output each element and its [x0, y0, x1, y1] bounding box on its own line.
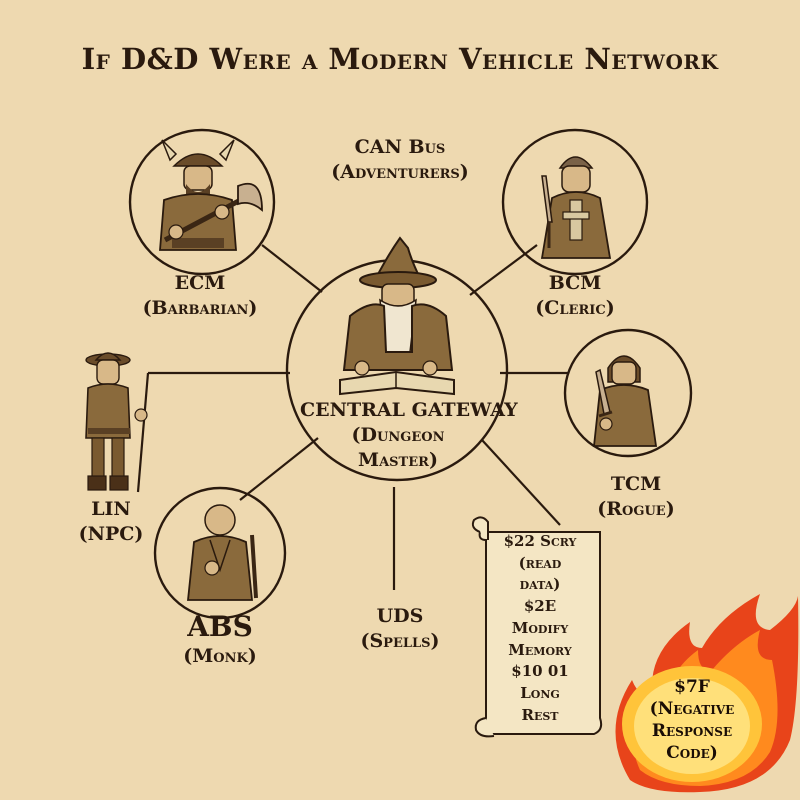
scroll-line: Rest: [521, 705, 559, 724]
scroll-line: $2E: [523, 597, 557, 616]
tcm-role: (Rogue): [597, 498, 675, 520]
gateway-role-line2: Master): [358, 449, 438, 471]
abs-label: ABS (Monk): [150, 610, 290, 669]
node-circles: [128, 128, 693, 620]
lin-role: (NPC): [78, 523, 144, 545]
monk-figure-icon: [187, 504, 258, 601]
scroll-line: Modify: [511, 618, 569, 637]
scroll-line: Long: [520, 683, 560, 702]
npc-figure-icon: [85, 352, 148, 491]
bcm-role: (Cleric): [535, 297, 615, 319]
fire-line: (Negative: [649, 699, 735, 719]
fire-line: Response: [651, 721, 733, 741]
tcm-name: TCM: [610, 473, 662, 495]
bcm-node-circle: [501, 128, 649, 276]
cleric-figure-icon: [540, 156, 612, 259]
negative-response-text: $7F (Negative Response Code): [620, 676, 764, 764]
bcm-label: BCM (Cleric): [500, 271, 650, 321]
fire-line: Code): [666, 743, 718, 763]
ecm-name: ECM: [174, 272, 226, 294]
ecm-role: (Barbarian): [142, 297, 258, 319]
scroll-line: Memory: [508, 640, 572, 659]
scroll-line: data): [519, 575, 561, 594]
uds-name: UDS: [376, 605, 424, 627]
rogue-figure-icon: [592, 355, 658, 447]
connector-lines: [136, 244, 568, 590]
uds-role: (Spells): [360, 630, 440, 652]
gateway-label: CENTRAL GATEWAY (Dungeon Master): [300, 398, 518, 473]
uds-label: UDS (Spells): [340, 604, 460, 654]
tcm-node-circle: [563, 328, 693, 458]
abs-node-circle: [153, 486, 287, 620]
lin-label: LIN (NPC): [56, 497, 166, 547]
lin-name: LIN: [91, 498, 131, 520]
scroll-line: (read: [518, 553, 562, 572]
abs-name: ABS: [187, 610, 253, 643]
ecm-label: ECM (Barbarian): [120, 271, 280, 321]
scroll-line: $22 Scry: [503, 532, 577, 550]
gateway-role-line1: (Dungeon: [351, 424, 445, 446]
edge-lin-staff: [136, 372, 150, 493]
scroll-icon: [471, 516, 603, 738]
edge-ecm-gateway: [261, 244, 323, 293]
can-bus-label: CAN Bus (Adventurers): [290, 135, 510, 185]
fire-line: $7F: [674, 677, 710, 697]
gateway-name: CENTRAL GATEWAY: [300, 399, 518, 421]
can-bus-role: (Adventurers): [331, 161, 469, 183]
scroll-line: $10 01: [511, 662, 569, 681]
bcm-name: BCM: [548, 272, 602, 294]
edge-abs-gateway: [239, 437, 319, 501]
scroll-services-text: $22 Scry (read data) $2E Modify Memory $…: [488, 531, 592, 726]
edge-scroll-gateway: [481, 439, 561, 526]
abs-role: (Monk): [183, 645, 257, 667]
flame-icon: [615, 594, 799, 793]
wizard-figure-icon: [339, 236, 455, 396]
tcm-label: TCM (Rogue): [568, 472, 704, 522]
can-bus-name: CAN Bus: [354, 136, 446, 158]
diagram-title: If D&D Were a Modern Vehicle Network: [81, 42, 719, 76]
ecm-node-circle: [128, 128, 276, 276]
barbarian-figure-icon: [159, 139, 263, 251]
